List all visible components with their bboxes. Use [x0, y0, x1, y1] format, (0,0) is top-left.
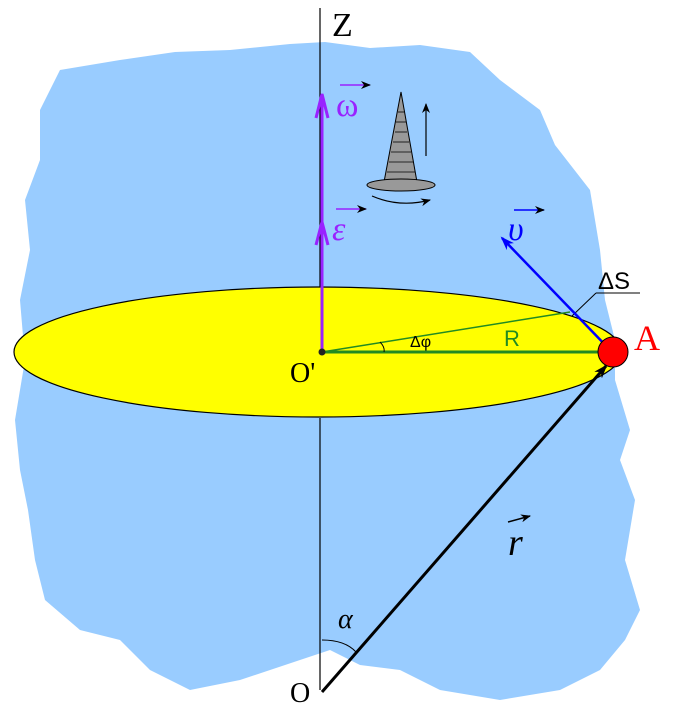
center-label: O' [290, 358, 315, 389]
z-axis-label: Z [332, 7, 353, 44]
omega-arrowhead [314, 93, 330, 119]
delta-s-label: ΔS [598, 268, 630, 295]
point-a-label: A [634, 318, 660, 358]
point-a [597, 336, 629, 368]
epsilon-arrowhead [314, 216, 330, 246]
alpha-arc [321, 639, 357, 653]
delta-phi-label: Δφ [410, 334, 431, 351]
position-vector [320, 364, 608, 693]
velocity-vector [500, 236, 613, 353]
origin-label: O [290, 678, 310, 709]
spinning-top-icon [366, 91, 436, 192]
velocity-label: υ [508, 211, 524, 248]
position-vector-accent [507, 514, 531, 523]
delta-phi-arc [379, 341, 385, 353]
omega-label: ω [336, 87, 358, 124]
rotation-arrow-icon [371, 195, 431, 207]
epsilon-label: ε [332, 211, 346, 248]
center-point [318, 348, 326, 356]
delta-s-leader [571, 292, 597, 317]
radius-label: R [504, 326, 520, 351]
rotated-radius-line [321, 311, 571, 353]
position-label: r [508, 522, 523, 564]
alpha-label: α [338, 604, 354, 635]
